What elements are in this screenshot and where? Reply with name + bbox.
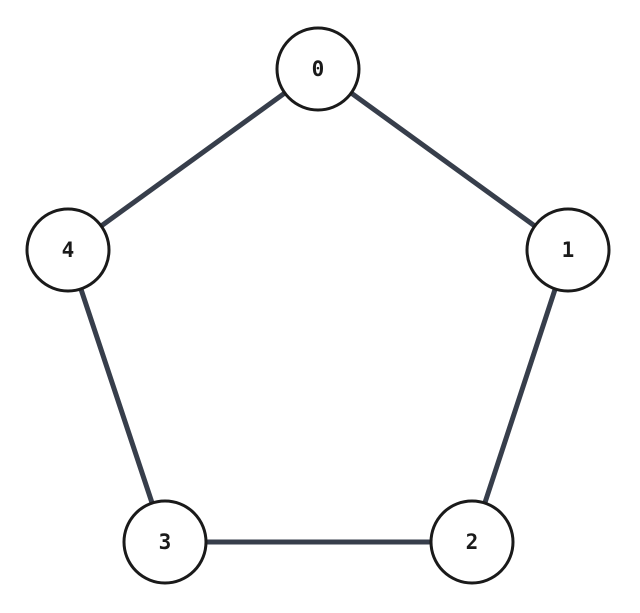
node-label-2: 2 — [466, 530, 479, 554]
node-label-4: 4 — [62, 238, 75, 262]
node-4: 4 — [25, 207, 111, 293]
node-1: 1 — [525, 207, 611, 293]
node-circle-0 — [275, 26, 361, 112]
node-0: 0 — [275, 26, 361, 112]
node-label-3: 3 — [159, 530, 172, 554]
node-label-1: 1 — [562, 238, 575, 262]
edge-3-4 — [78, 288, 155, 504]
node-circle-2 — [429, 499, 515, 585]
edges — [78, 90, 558, 545]
edge-4-0 — [99, 90, 287, 229]
edge-1-2 — [482, 288, 558, 504]
edge-0-1 — [349, 90, 537, 229]
node-3: 3 — [122, 499, 208, 585]
nodes: 0 1 2 3 4 — [25, 26, 611, 585]
node-circle-1 — [525, 207, 611, 293]
node-2: 2 — [429, 499, 515, 585]
node-label-0: 0 — [312, 57, 325, 81]
node-circle-3 — [122, 499, 208, 585]
node-circle-4 — [25, 207, 111, 293]
